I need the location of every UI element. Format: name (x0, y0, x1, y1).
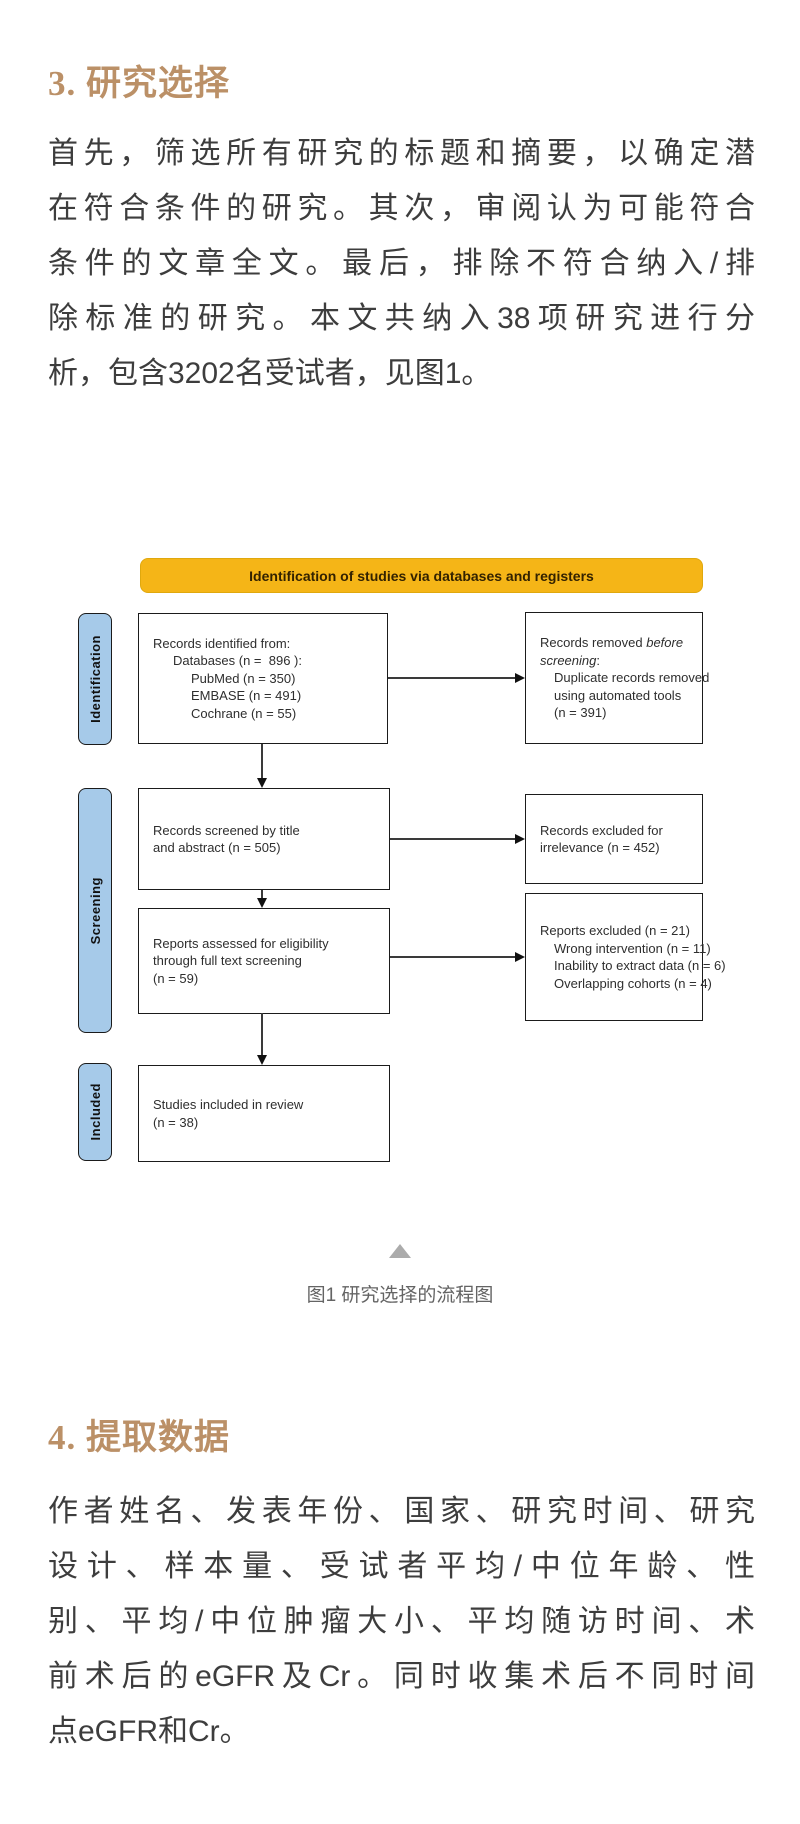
section-3-paragraph: 首先，筛选所有研究的标题和摘要，以确定潜 在符合条件的研究。其次，审阅认为可能符… (48, 126, 755, 401)
paragraph-line: 设计、样本量、受试者平均/中位年龄、性 (48, 1550, 755, 1583)
stage-label-included: Included (78, 1063, 112, 1161)
box-studies-included: Studies included in review (n = 38) (138, 1065, 390, 1162)
paragraph-line: 点eGFR和Cr。 (48, 1715, 250, 1748)
section-4-heading: 4. 提取数据 (48, 1418, 231, 1458)
box-records-identified: Records identified from: Databases (n = … (138, 613, 388, 744)
section-3-heading: 3. 研究选择 (48, 64, 231, 104)
paragraph-line: 析，包含3202名受试者，见图1。 (48, 357, 492, 390)
paragraph-line: 别、平均/中位肿瘤大小、平均随访时间、术 (48, 1605, 755, 1638)
box-records-removed: Records removed before screening: Duplic… (525, 612, 709, 744)
paragraph-line: 在符合条件的研究。其次，审阅认为可能符合 (48, 192, 755, 225)
box-reports-excluded: Reports excluded (n = 21) Wrong interven… (525, 893, 726, 1021)
diagram-banner: Identification of studies via databases … (140, 558, 703, 593)
box-records-excluded: Records excluded for irrelevance (n = 45… (525, 794, 703, 884)
paragraph-line: 前术后的eGFR及Cr。同时收集术后不同时间 (48, 1660, 755, 1693)
box-records-screened: Records screened by title and abstract (… (138, 788, 390, 890)
stage-label-identification: Identification (78, 613, 112, 745)
figure-caption: 图1 研究选择的流程图 (306, 1285, 494, 1306)
section-4-paragraph: 作者姓名、发表年份、国家、研究时间、研究 设计、样本量、受试者平均/中位年龄、性… (48, 1484, 755, 1759)
paragraph-line: 作者姓名、发表年份、国家、研究时间、研究 (48, 1495, 755, 1528)
paragraph-line: 条件的文章全文。最后，排除不符合纳入/排 (48, 247, 755, 280)
paragraph-line: 首先，筛选所有研究的标题和摘要，以确定潜 (48, 137, 755, 170)
collapse-figure-toggle[interactable] (389, 1244, 411, 1258)
paragraph-line: 除标准的研究。本文共纳入38项研究进行分 (48, 302, 755, 335)
stage-label-screening: Screening (78, 788, 112, 1033)
box-reports-assessed: Reports assessed for eligibility through… (138, 908, 390, 1014)
